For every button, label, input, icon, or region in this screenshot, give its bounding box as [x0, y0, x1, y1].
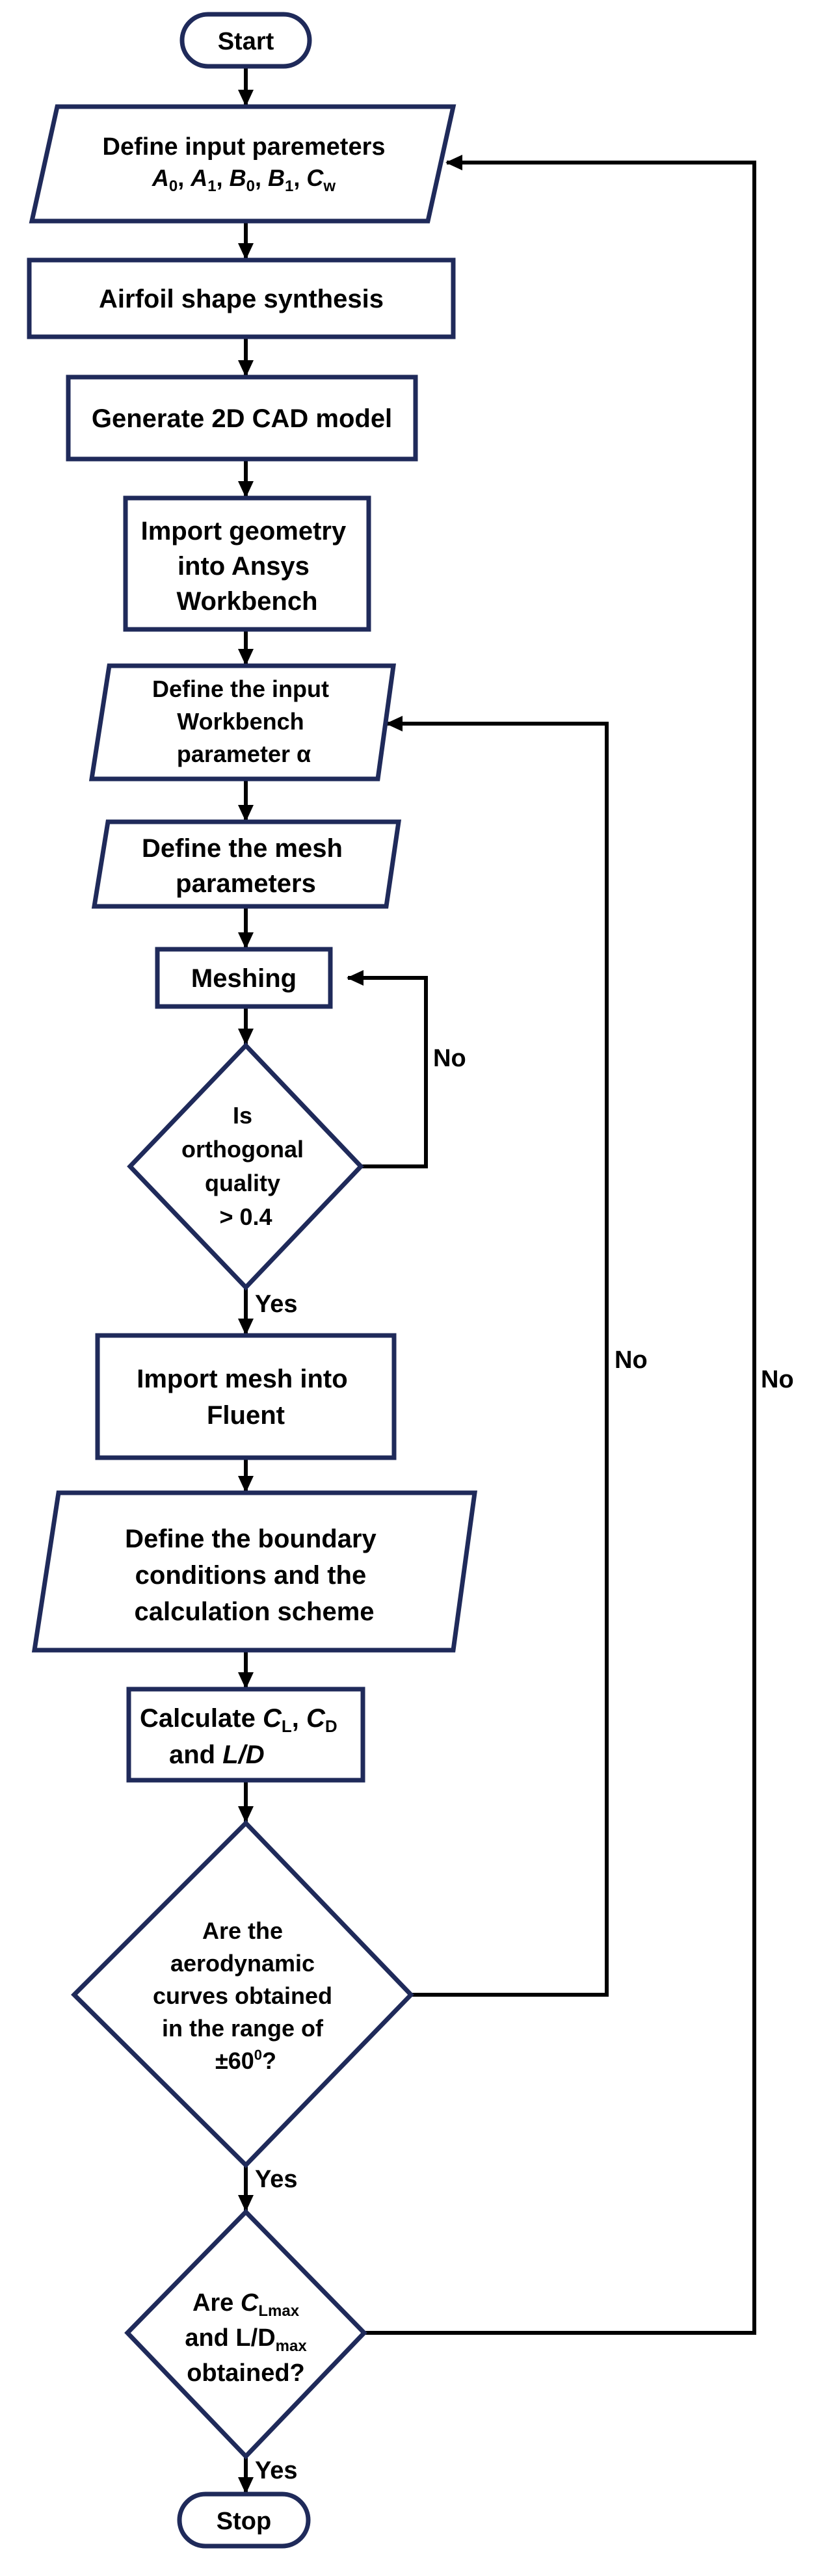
- start-terminal: Start: [179, 12, 312, 69]
- aero-yes-label: Yes: [255, 2166, 298, 2193]
- orthogonal-yes-label: Yes: [255, 1291, 298, 1318]
- define-mesh-label: Define the mesh parameters: [142, 834, 350, 898]
- boundary-node: Define the boundary conditions and the c…: [31, 1490, 478, 1653]
- import-geometry-node: Import geometry into Ansys Workbench: [123, 495, 371, 632]
- define-inputs-node: Define input paremeters A0, A1, B0, B1, …: [29, 104, 456, 224]
- arrow-aero-no-loop: [386, 716, 609, 1997]
- orthogonal-no-label: No: [433, 1045, 466, 1072]
- aero-check-label: Are the aerodynamic curves obtained in t…: [153, 1917, 339, 2074]
- cad-node: Generate 2D CAD model: [66, 375, 418, 462]
- meshing-node: Meshing: [155, 947, 333, 1009]
- define-mesh-node: Define the mesh parameters: [91, 819, 402, 909]
- stop-terminal: Stop: [177, 2491, 311, 2549]
- orthogonal-check-node: Is orthogonal quality > 0.4: [127, 1042, 364, 1291]
- calculate-node: Calculate CL, CD and L/D: [126, 1687, 365, 1783]
- aero-no-label: No: [615, 1347, 648, 1374]
- max-check-line1: Are CLmax: [192, 2289, 300, 2320]
- boundary-label: Define the boundary conditions and the c…: [125, 1525, 384, 1626]
- max-yes-label: Yes: [255, 2457, 298, 2484]
- calculate-line1: Calculate CL, CD: [140, 1704, 337, 1736]
- orthogonal-check-label: Is orthogonal quality > 0.4: [181, 1102, 310, 1230]
- define-workbench-node: Define the input Workbench parameter α: [88, 663, 397, 782]
- max-no-label: No: [761, 1366, 794, 1393]
- arrow-max-no-loop: [364, 155, 756, 2335]
- import-geometry-label: Import geometry into Ansys Workbench: [141, 517, 354, 616]
- define-inputs-params: A0, A1, B0, B1, Cw: [152, 164, 336, 195]
- max-check-line2: and L/Dmax: [185, 2324, 307, 2355]
- import-mesh-node: Import mesh into Fluent: [95, 1333, 397, 1460]
- aero-check-node: Are the aerodynamic curves obtained in t…: [71, 1820, 414, 2168]
- max-check-line3: obtained?: [187, 2359, 305, 2387]
- arrow-orth-no-loop: [347, 970, 428, 1168]
- max-check-node: Are CLmax and L/Dmax obtained?: [124, 2208, 367, 2460]
- connectors: [238, 66, 756, 2494]
- airfoil-node: Airfoil shape synthesis: [27, 257, 456, 339]
- define-inputs-title: Define input paremeters: [103, 133, 386, 161]
- start-label: Start: [218, 28, 274, 55]
- import-mesh-label: Import mesh into Fluent: [137, 1365, 355, 1430]
- airfoil-label: Airfoil shape synthesis: [99, 285, 384, 313]
- meshing-label: Meshing: [191, 964, 297, 993]
- calculate-line2: and L/D: [169, 1741, 265, 1769]
- cad-label: Generate 2D CAD model: [92, 404, 392, 433]
- stop-label: Stop: [217, 2508, 271, 2535]
- define-workbench-label: Define the input Workbench parameter α: [152, 676, 336, 767]
